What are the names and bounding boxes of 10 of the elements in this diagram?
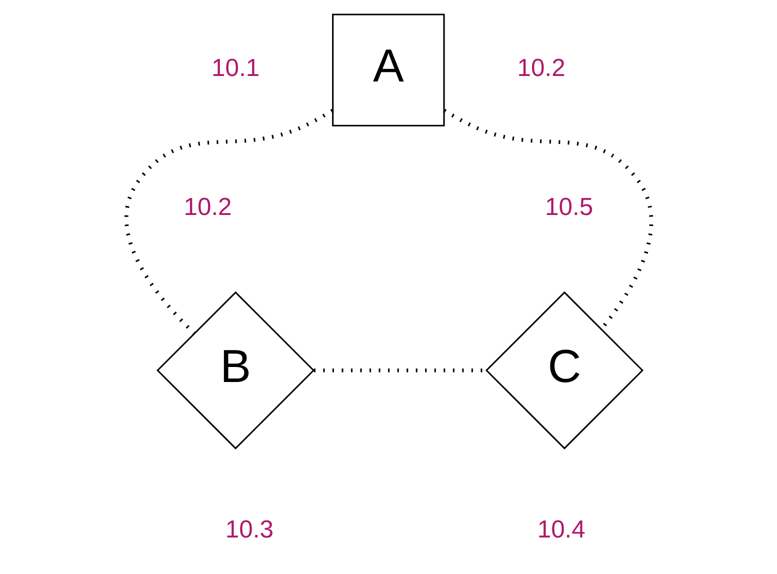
label: 10.4	[536, 516, 585, 544]
label: 10.2	[183, 194, 232, 221]
label: 10.2	[516, 54, 565, 82]
label: 10.3	[224, 516, 273, 544]
node-diamond: B	[156, 291, 314, 450]
label: 10.5	[544, 194, 593, 221]
label: 10.1	[211, 54, 260, 82]
node-diamond: C	[484, 291, 644, 450]
node-box: A	[332, 14, 444, 126]
connector	[124, 108, 334, 335]
